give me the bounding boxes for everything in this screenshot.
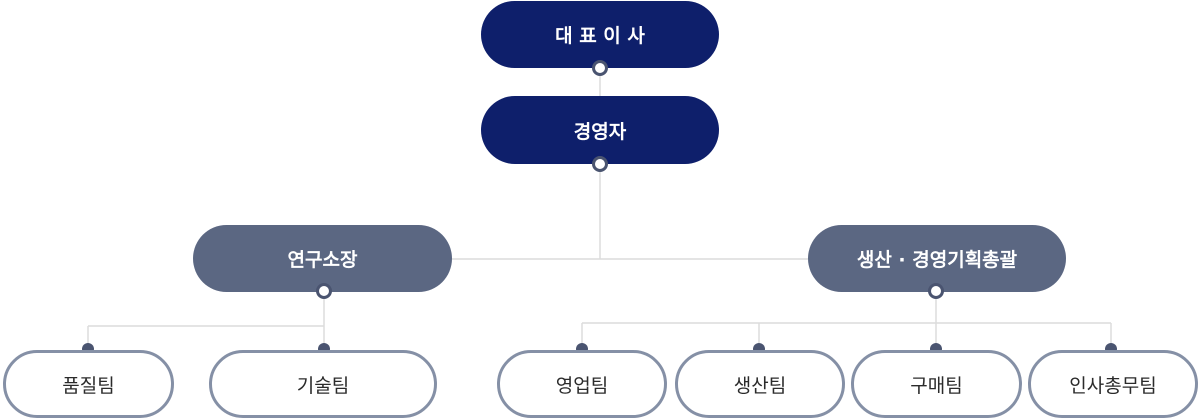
ceo-label: 대 표 이 사 (555, 25, 645, 47)
team-production-node: 생산팀 (675, 350, 845, 418)
team-production-label: 생산팀 (733, 374, 787, 397)
ceo-node: 대 표 이 사 (481, 1, 719, 68)
ceo-connector-dot (592, 60, 608, 76)
team-quality-node: 품질팀 (3, 350, 174, 418)
division-production-dot (928, 283, 944, 299)
division-production-label: 생산 · 경영기획총괄 (856, 249, 1018, 271)
team-sales-label: 영업팀 (555, 374, 609, 397)
executive-connector-dot (592, 156, 608, 172)
division-research-dot (316, 283, 332, 299)
division-production-node: 생산 · 경영기획총괄 (808, 225, 1066, 292)
team-purchasing-node: 구매팀 (851, 350, 1022, 418)
team-hr-label: 인사총무팀 (1069, 374, 1157, 397)
division-research-node: 연구소장 (193, 225, 452, 292)
division-research-label: 연구소장 (287, 249, 358, 271)
team-sales-node: 영업팀 (497, 350, 667, 418)
executive-node: 경영자 (481, 96, 719, 164)
executive-label: 경영자 (573, 120, 627, 143)
team-tech-label: 기술팀 (296, 374, 350, 397)
team-hr-node: 인사총무팀 (1028, 350, 1198, 418)
team-tech-node: 기술팀 (209, 350, 437, 418)
team-quality-label: 품질팀 (62, 374, 115, 397)
team-purchasing-label: 구매팀 (910, 374, 963, 397)
